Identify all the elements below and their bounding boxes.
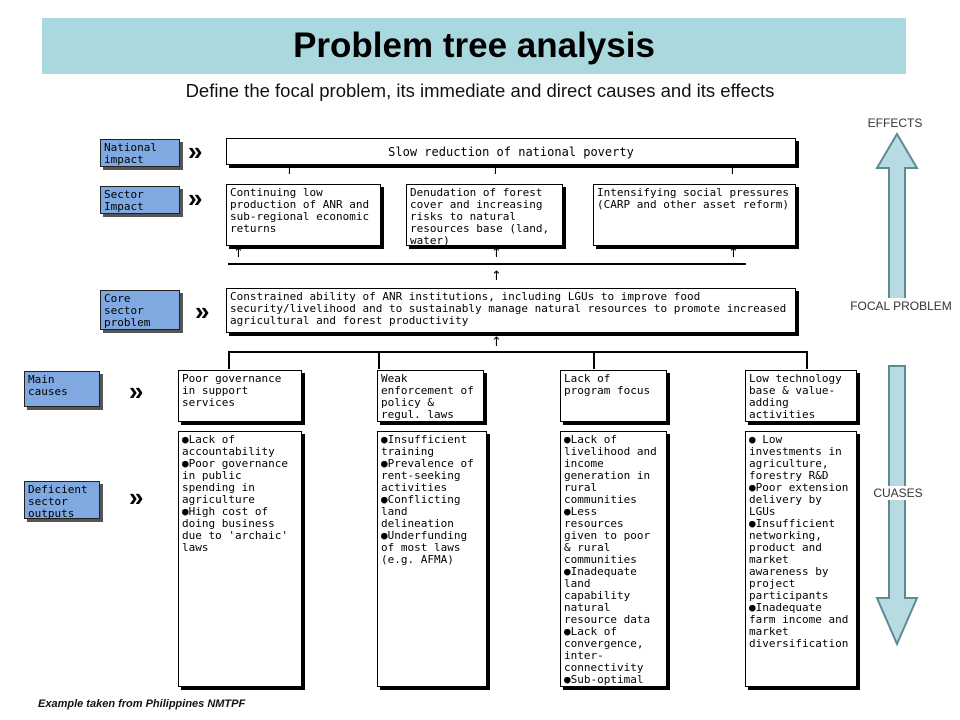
label-national-impact: National impact: [100, 139, 180, 167]
main-cause-box: Weak enforcement of policy & regul. laws: [377, 370, 484, 422]
sector-impact-box: Continuing low production of ANR and sub…: [226, 184, 381, 246]
sector-impact-box: Denudation of forest cover and increasin…: [406, 184, 563, 246]
list-item: ●Lack of convergence, inter-connectivity: [564, 625, 644, 674]
bullet-icon: ●: [381, 493, 388, 506]
page-title: Problem tree analysis: [293, 26, 655, 65]
bullet-icon: ●: [381, 457, 388, 470]
list-item: ●High cost of doing business due to 'arc…: [182, 505, 288, 554]
label-core-problem: Core sector problem: [100, 290, 180, 330]
bullet-icon: ●: [564, 565, 571, 578]
label-main-causes: Main causes: [24, 371, 100, 407]
effects-label: EFFECTS: [867, 116, 923, 130]
list-item: ●Poor governance in public spending in a…: [182, 457, 288, 506]
list-item: ●Less resources given to poor & rural co…: [564, 505, 651, 566]
bullet-icon: ●: [564, 625, 571, 638]
up-arrow-icon: ↑: [727, 163, 738, 178]
list-item: ●Poor extension delivery by LGUs: [749, 481, 849, 518]
connector-line: [806, 351, 808, 369]
chevron-right-icon: »: [195, 296, 210, 326]
list-item: ●Sub-optimal ARC's: [564, 673, 644, 687]
main-cause-box: Lack of program focus: [560, 370, 667, 422]
effects-up-arrow: [875, 132, 919, 307]
label-deficient-outputs: Deficient sector outputs: [24, 481, 100, 520]
output-box: ●Lack of accountability ●Poor governance…: [178, 431, 302, 687]
bullet-icon: ●: [749, 517, 756, 530]
list-item: ●Inadequate land capability natural reso…: [564, 565, 651, 626]
connector-line: [593, 351, 595, 369]
up-arrow-icon: ↑: [491, 269, 502, 284]
list-item: ●Underfunding of most laws (e.g. AFMA): [381, 529, 468, 566]
sector-impact-box: Intensifying social pressures (CARP and …: [593, 184, 796, 246]
bullet-icon: ●: [564, 505, 571, 518]
up-arrow-icon: ↑: [284, 163, 295, 178]
label-sector-impact: Sector Impact: [100, 186, 180, 214]
chevron-right-icon: »: [188, 136, 203, 166]
page-subtitle: Define the focal problem, its immediate …: [185, 80, 775, 101]
connector-line: [228, 263, 746, 265]
core-problem-box: Constrained ability of ANR institutions,…: [226, 288, 796, 333]
bullet-icon: ●: [749, 601, 756, 614]
output-box: ●Lack of livelihood and income generatio…: [560, 431, 667, 687]
national-impact-box: Slow reduction of national poverty: [226, 138, 796, 165]
bullet-icon: ●: [182, 505, 189, 518]
chevron-right-icon: »: [188, 183, 203, 213]
list-item: ●Lack of livelihood and income generatio…: [564, 433, 657, 506]
causes-down-arrow: [875, 365, 919, 647]
chevron-right-icon: »: [129, 376, 144, 406]
list-item: ● Low investments in agriculture, forest…: [749, 433, 842, 482]
up-arrow-icon: ↑: [728, 246, 739, 261]
bullet-icon: ●: [182, 433, 189, 446]
bullet-icon: ●: [564, 673, 571, 686]
causes-label: CUASES: [848, 486, 948, 500]
bullet-icon: ●: [182, 457, 189, 470]
bullet-icon: ●: [381, 433, 388, 446]
up-arrow-icon: ↑: [233, 246, 244, 261]
list-item: ●Insufficient networking, product and ma…: [749, 517, 836, 602]
output-box: ● Low investments in agriculture, forest…: [745, 431, 857, 687]
up-arrow-icon: ↑: [491, 335, 502, 350]
chevron-right-icon: »: [129, 482, 144, 512]
connector-line: [228, 351, 230, 369]
list-item: ●Lack of accountability: [182, 433, 275, 458]
connector-line: [378, 351, 380, 369]
focal-problem-label: FOCAL PROBLEM: [848, 298, 954, 315]
footnote: Example taken from Philippines NMTPF: [38, 698, 246, 710]
up-arrow-icon: ↑: [490, 163, 501, 178]
list-item: ●Insufficient training: [381, 433, 468, 458]
list-item: ●Prevalence of rent-seeking activities: [381, 457, 474, 494]
title-bar: Problem tree analysis: [42, 18, 906, 74]
output-box: ●Insufficient training ●Prevalence of re…: [377, 431, 487, 687]
bullet-icon: ●: [564, 433, 571, 446]
bullet-icon: ●: [381, 529, 388, 542]
bullet-icon: ●: [749, 481, 756, 494]
main-cause-box: Poor governance in support services: [178, 370, 302, 422]
list-item: ●Inadequate farm income and market diver…: [749, 601, 849, 650]
main-cause-box: Low technology base & value-adding activ…: [745, 370, 857, 422]
up-arrow-icon: ↑: [491, 246, 502, 261]
bullet-icon: ●: [749, 433, 756, 446]
connector-line: [228, 351, 808, 353]
list-item: ●Conflicting land delineation: [381, 493, 461, 530]
